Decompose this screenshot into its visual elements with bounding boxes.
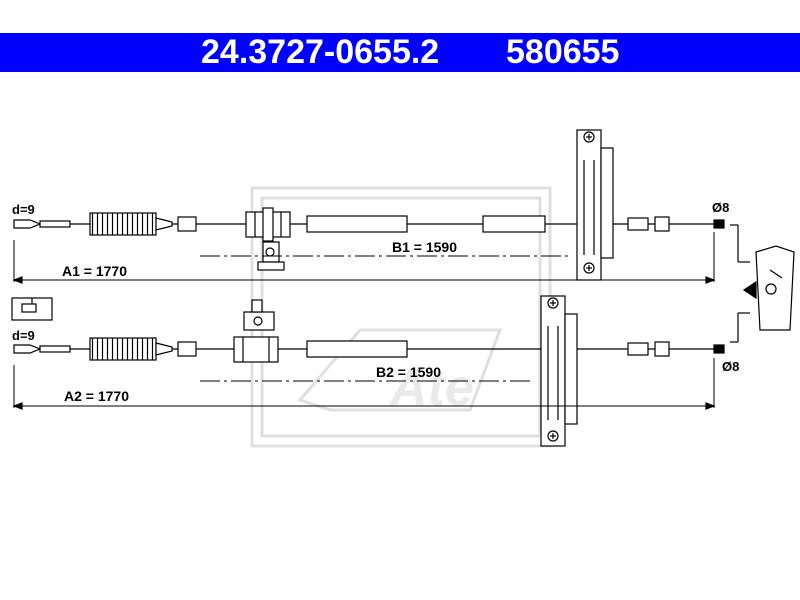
top-total-length: A1 = 1770 (62, 263, 127, 279)
top-sheath-length: B1 = 1590 (392, 239, 457, 255)
bottom-sheath-length: B2 = 1590 (376, 364, 441, 380)
title-bar: 24.3727-0655.2 580655 (0, 33, 800, 72)
mounting-bracket-detail (730, 224, 795, 343)
cable-top (12, 129, 725, 284)
bottom-right-end-label: Ø8 (722, 359, 739, 374)
top-right-end-label: Ø8 (712, 200, 729, 215)
watermark-text: Ate (388, 359, 474, 417)
bottom-total-length: A2 = 1770 (64, 388, 129, 404)
ate-watermark: Ate (250, 186, 552, 448)
clip-symbol (11, 297, 53, 321)
reference-number: 580655 (506, 33, 620, 71)
cable-bottom (12, 295, 725, 447)
bottom-left-end-label: d=9 (12, 328, 35, 343)
part-number: 24.3727-0655.2 (201, 33, 440, 71)
top-left-end-label: d=9 (12, 202, 35, 217)
